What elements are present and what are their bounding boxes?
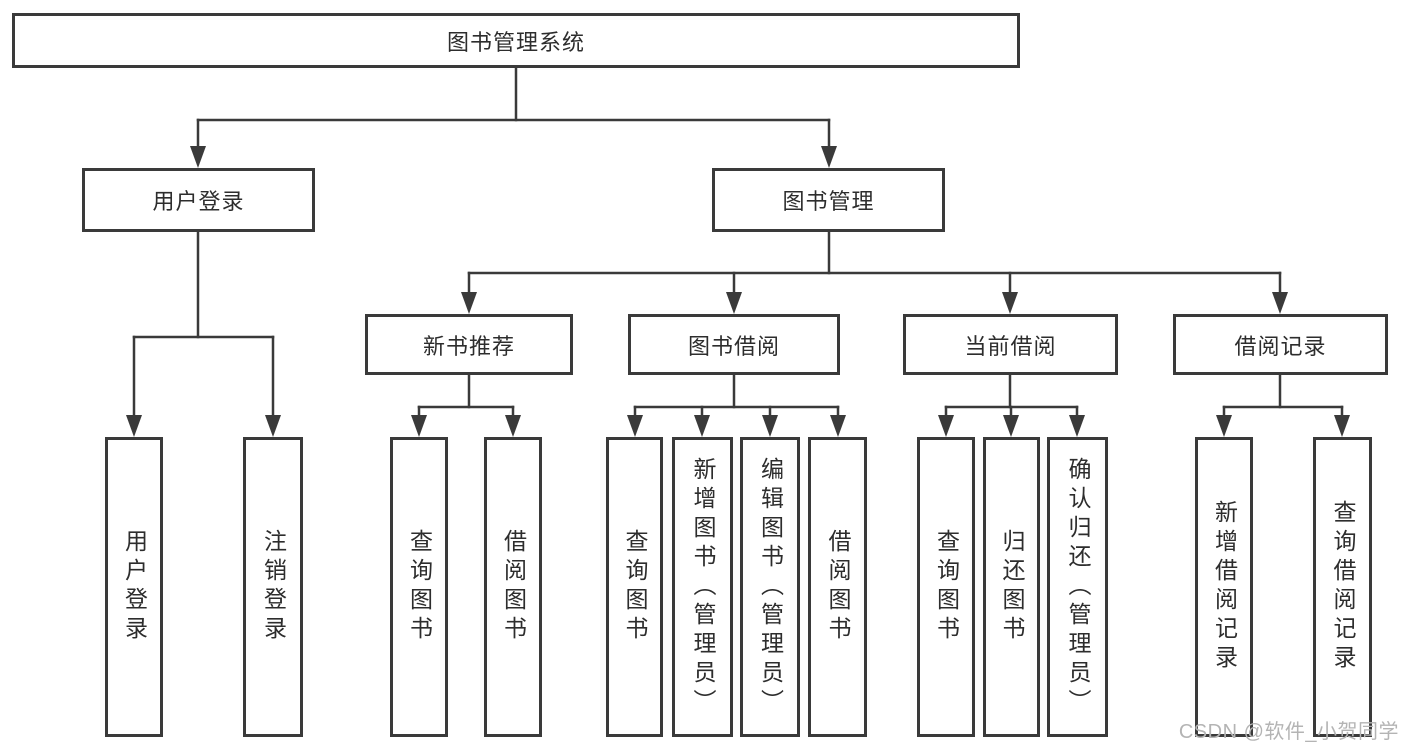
- node-book-borrowing: 图书借阅: [628, 314, 840, 375]
- leaf-current-return-books: 归还图书: [983, 437, 1040, 737]
- leaf-borrowing-edit-books-admin: 编辑图书（管理员）: [740, 437, 800, 737]
- node-new-book-recommend: 新书推荐: [365, 314, 573, 375]
- node-new-book-recommend-label: 新书推荐: [422, 333, 515, 359]
- node-borrow-records: 借阅记录: [1173, 314, 1388, 375]
- leaf-borrowing-query-books-label: 查询图书: [622, 529, 648, 645]
- leaf-records-query-record: 查询借阅记录: [1313, 437, 1372, 737]
- leaf-current-confirm-return-admin-label: 确认归还（管理员）: [1065, 456, 1091, 718]
- leaf-current-return-books-label: 归还图书: [999, 529, 1025, 645]
- watermark: CSDN @软件_小贺同学: [1178, 721, 1399, 743]
- node-root: 图书管理系统: [12, 13, 1020, 68]
- leaf-recommend-borrow-books: 借阅图书: [484, 437, 542, 737]
- leaf-borrowing-add-books-admin: 新增图书（管理员）: [672, 437, 733, 737]
- leaf-borrowing-edit-books-admin-label: 编辑图书（管理员）: [757, 456, 784, 718]
- leaf-borrowing-borrow-books-label: 借阅图书: [825, 529, 851, 645]
- node-current-borrowing-label: 当前借阅: [964, 333, 1057, 359]
- leaf-logout-label: 注销登录: [260, 529, 287, 645]
- node-borrow-records-label: 借阅记录: [1234, 333, 1327, 359]
- leaf-current-query-books-label: 查询图书: [933, 529, 960, 645]
- leaf-user-login-label: 用户登录: [121, 529, 148, 645]
- node-book-borrowing-label: 图书借阅: [687, 333, 780, 359]
- leaf-borrowing-add-books-admin-label: 新增图书（管理员）: [690, 456, 716, 718]
- leaf-recommend-borrow-books-label: 借阅图书: [500, 529, 527, 645]
- node-book-management: 图书管理: [712, 168, 945, 232]
- leaf-user-login: 用户登录: [105, 437, 163, 737]
- node-current-borrowing: 当前借阅: [903, 314, 1118, 375]
- leaf-records-add-record: 新增借阅记录: [1195, 437, 1253, 737]
- node-root-label: 图书管理系统: [446, 29, 585, 55]
- leaf-recommend-query-books-label: 查询图书: [406, 529, 433, 645]
- leaf-recommend-query-books: 查询图书: [390, 437, 448, 737]
- leaf-current-confirm-return-admin: 确认归还（管理员）: [1047, 437, 1108, 737]
- node-user-login-label: 用户登录: [152, 189, 245, 214]
- leaf-current-query-books: 查询图书: [917, 437, 975, 737]
- leaf-logout: 注销登录: [243, 437, 303, 737]
- node-user-login: 用户登录: [82, 168, 315, 232]
- leaf-borrowing-borrow-books: 借阅图书: [808, 437, 867, 737]
- leaf-borrowing-query-books: 查询图书: [606, 437, 663, 737]
- node-book-management-label: 图书管理: [782, 189, 875, 214]
- leaf-records-query-record-label: 查询借阅记录: [1330, 500, 1356, 674]
- leaf-records-add-record-label: 新增借阅记录: [1211, 500, 1238, 674]
